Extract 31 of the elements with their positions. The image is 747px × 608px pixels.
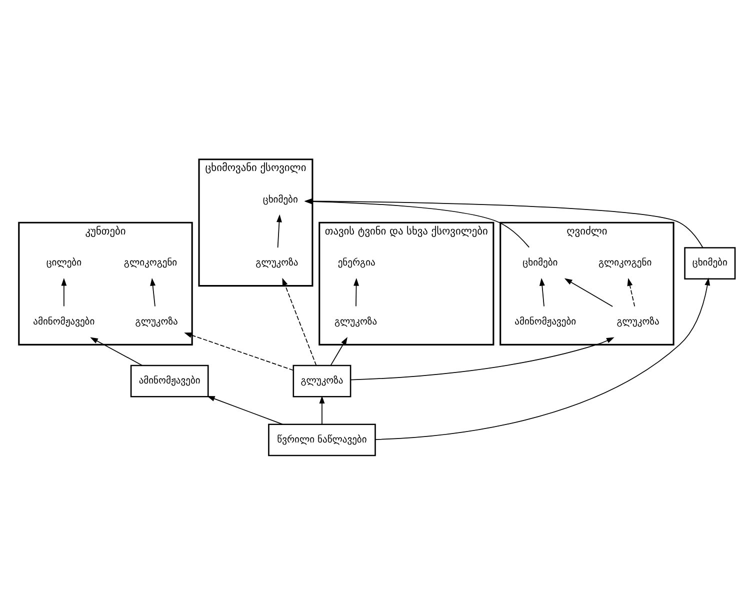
arrow — [354, 278, 360, 307]
arrow — [61, 278, 67, 307]
node-text: ცხიმები — [522, 258, 558, 269]
arrow — [330, 337, 348, 366]
node-text: ცხიმები — [262, 194, 298, 206]
arrow — [319, 396, 325, 424]
node-box: ცხიმები — [684, 247, 736, 280]
node-text: ამინომჟავები — [33, 316, 95, 328]
node-text: გლუკოზა — [256, 258, 298, 269]
arrow — [150, 278, 156, 307]
node-text: ენერგია — [338, 258, 376, 269]
arrow — [627, 278, 636, 307]
node-text: გლიკოგენი — [124, 258, 178, 269]
node-text: ცილები — [46, 258, 82, 269]
arrow — [282, 278, 317, 366]
node-box: წვრილი ნაწლავები — [268, 424, 376, 456]
node-text: გლუკოზა — [135, 316, 178, 328]
node-text: ამინომჟავები — [514, 316, 576, 328]
arrow — [90, 337, 143, 366]
node-text: გლუკოზა — [334, 316, 378, 328]
arrow — [184, 332, 294, 371]
node-text: გლუკოზა — [616, 316, 660, 328]
arrow — [207, 396, 283, 425]
arrow — [539, 278, 545, 307]
node-box: ამინომჟავები — [130, 364, 209, 398]
arrow — [276, 214, 282, 248]
node-box: გლუკოზა — [292, 364, 352, 398]
arrow — [350, 337, 614, 380]
node-text: გლიკოგენი — [598, 258, 652, 269]
arrow — [564, 278, 614, 307]
arrow — [375, 278, 710, 440]
